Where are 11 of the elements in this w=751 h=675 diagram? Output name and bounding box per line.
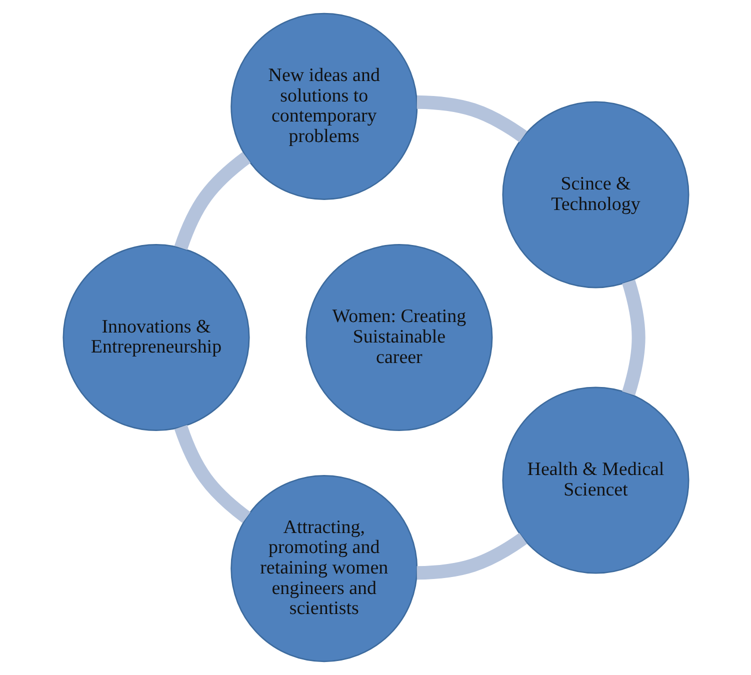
connector: [174, 424, 250, 523]
node-circle: Innovations & Entrepreneurship: [62, 244, 250, 432]
connector: [622, 280, 645, 396]
node-circle: Women: Creating Suistainable career: [305, 244, 492, 432]
connector: [416, 532, 527, 580]
node-circle: Attracting, promoting and retaining women engineers and scientists: [230, 475, 418, 662]
node-circle: Scince & Technology: [502, 101, 689, 288]
connector: [174, 152, 250, 250]
node-circle: New ideas and solutions to contemporary problems: [230, 12, 418, 200]
connector: [416, 95, 527, 142]
node-circle: Health & Medical Sciencet: [502, 386, 689, 574]
